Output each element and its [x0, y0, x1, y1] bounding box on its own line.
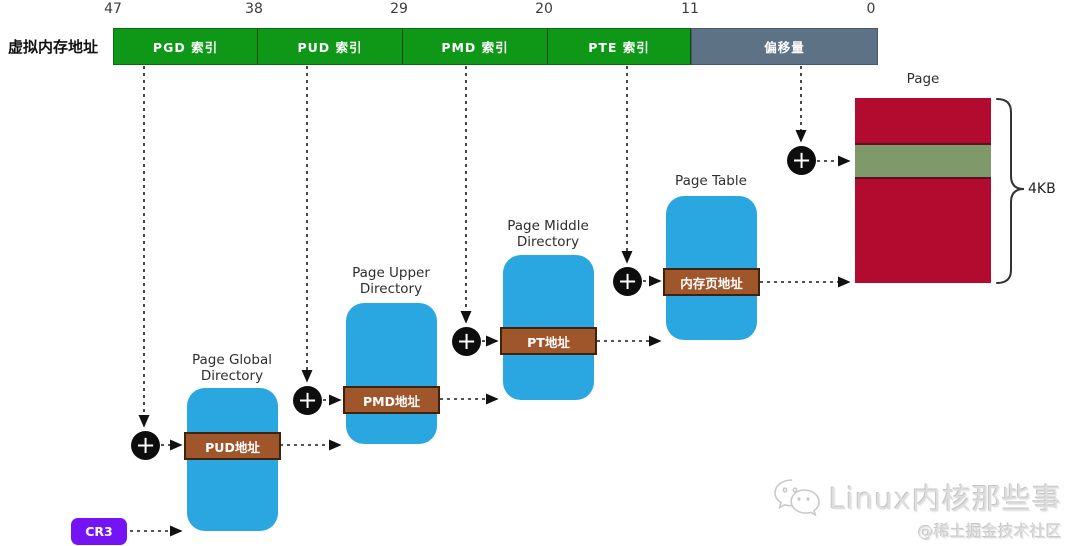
pud-table-title: Page Upper Directory — [352, 265, 430, 297]
wechat-icon — [774, 479, 820, 517]
bit-marker-47: 47 — [104, 1, 122, 17]
pgd-entry-pud-address: PUD地址 — [184, 432, 281, 460]
pud-entry-pmd-address: PMD地址 — [343, 386, 440, 414]
add-icon: + — [452, 327, 481, 356]
bit-marker-29: 29 — [390, 1, 408, 17]
add-icon: + — [613, 267, 642, 296]
pud-table: PMD地址 — [343, 303, 440, 444]
add-icon: + — [131, 431, 160, 460]
pgd-table-title: Page Global Directory — [191, 352, 273, 384]
cr3-register: CR3 — [71, 518, 127, 545]
segment-offset: 偏移量 — [691, 28, 878, 65]
virtual-address-bar: PGD 索引 PUD 索引 PMD 索引 PTE 索引 偏移量 — [113, 28, 878, 65]
bit-marker-0: 0 — [866, 1, 876, 17]
page-frame — [855, 98, 991, 283]
watermark-subtitle: @稀土掘金技术社区 — [917, 522, 1062, 541]
pt-entry-page-address: 内存页地址 — [663, 268, 760, 296]
segment-pmd-index: PMD 索引 — [403, 28, 548, 65]
page-table: 内存页地址 — [663, 196, 760, 340]
bit-marker-20: 20 — [535, 1, 553, 17]
page-title: Page — [906, 71, 940, 87]
bit-marker-38: 38 — [245, 1, 263, 17]
watermark-title: Linux内核那些事 — [828, 482, 1062, 516]
pmd-table: PT地址 — [500, 255, 597, 400]
add-icon: + — [293, 386, 322, 415]
page-table-title: Page Table — [675, 173, 747, 189]
segment-pgd-index: PGD 索引 — [113, 28, 258, 65]
pmd-table-title: Page Middle Directory — [507, 218, 589, 250]
add-icon: + — [787, 146, 816, 175]
pmd-entry-pt-address: PT地址 — [500, 327, 597, 355]
page-target-band — [855, 143, 991, 179]
virtual-address-label: 虚拟内存地址 — [8, 38, 99, 56]
segment-pud-index: PUD 索引 — [258, 28, 403, 65]
segment-pte-index: PTE 索引 — [548, 28, 691, 65]
bit-marker-11: 11 — [681, 1, 699, 17]
page-size-brace — [996, 98, 1025, 284]
page-size-label: 4KB — [1028, 181, 1056, 197]
pgd-table: PUD地址 — [184, 388, 281, 531]
watermark: Linux内核那些事 @稀土掘金技术社区 — [771, 472, 1062, 542]
